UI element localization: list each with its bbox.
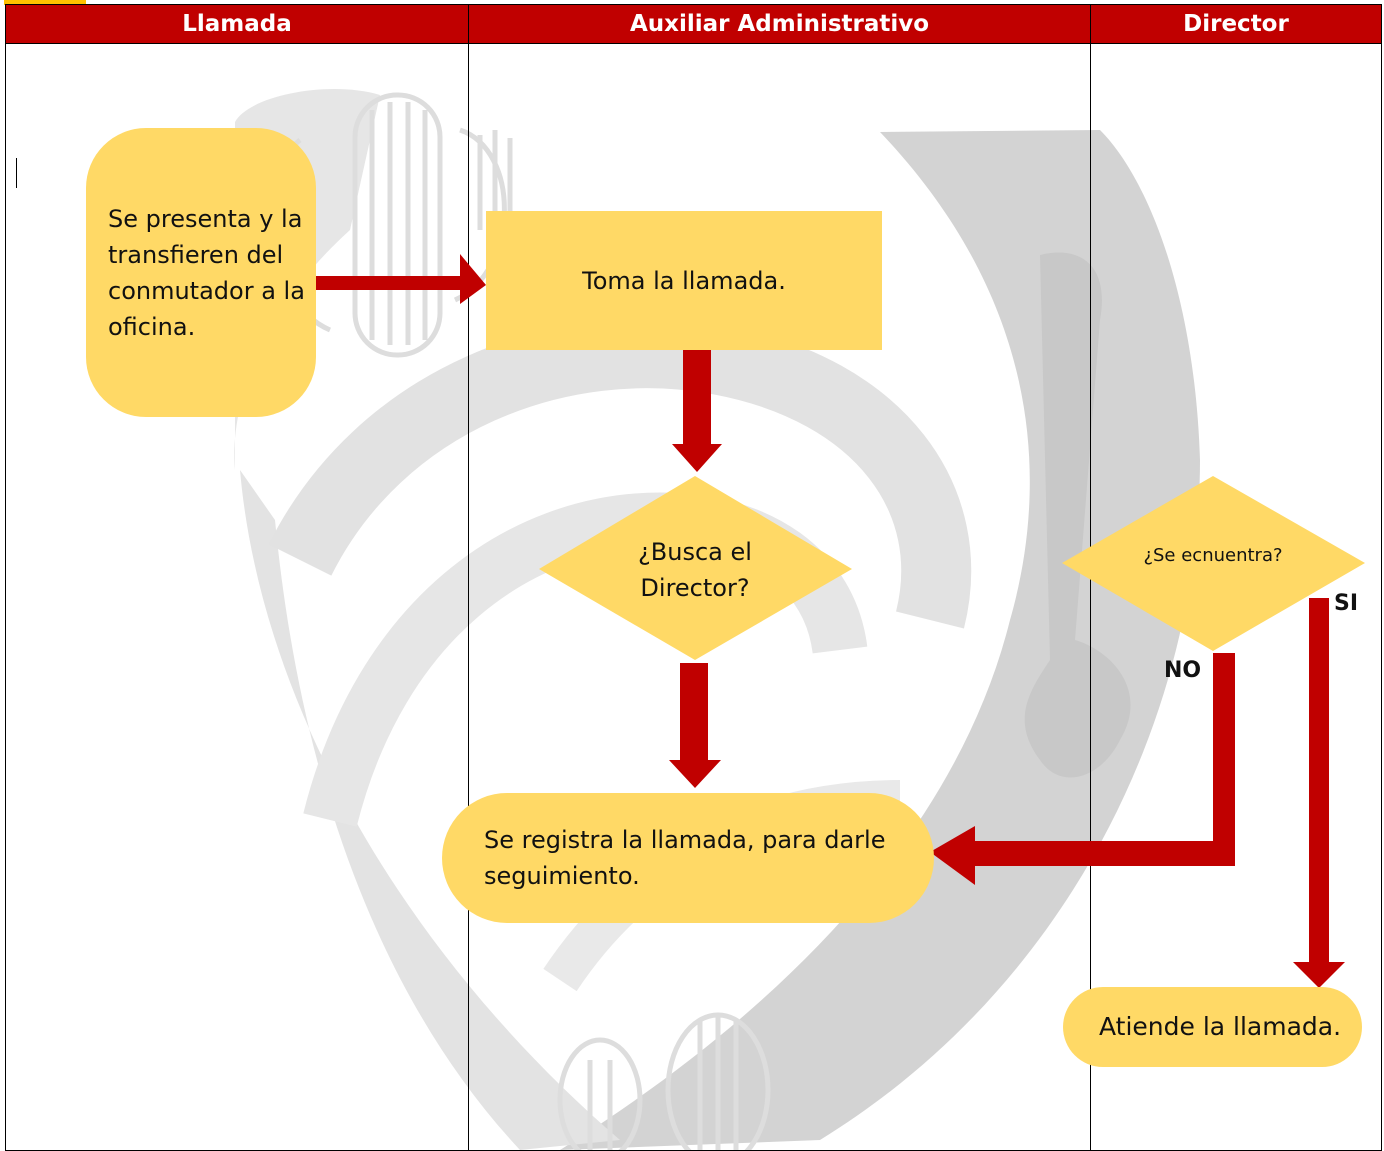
take-call-node: Toma la llamada.: [486, 211, 882, 350]
decision-found-text: ¿Se ecnuentra?: [1143, 545, 1283, 566]
decision-director-text: ¿Busca el Director?: [638, 538, 752, 602]
attend-call-node: Atiende la llamada.: [1063, 987, 1362, 1067]
decision-diamond-found: [1062, 476, 1365, 651]
lane-header-row: Llamada Auxiliar Administrativo Director: [5, 4, 1382, 44]
arrow-no-to-register: [930, 653, 1235, 885]
arrow-take-to-decision: [672, 350, 722, 472]
lane-header-llamada: Llamada: [5, 4, 469, 44]
arrow-start-to-take: [316, 254, 486, 304]
corner-tab: [4, 0, 86, 5]
arrow-decision-to-register: [669, 663, 721, 788]
decision-diamond-director: [539, 476, 852, 660]
start-node: Se presenta y la transfieren del conmuta…: [86, 128, 316, 417]
register-call-text: Se registra la llamada, para darle segui…: [484, 826, 886, 890]
edge-label-si: SI: [1334, 591, 1359, 616]
start-node-text: Se presenta y la transfieren del conmuta…: [108, 204, 305, 341]
lane-header-director: Director: [1090, 4, 1382, 44]
lane-header-auxiliar: Auxiliar Administrativo: [468, 4, 1091, 44]
register-call-node: Se registra la llamada, para darle segui…: [442, 793, 934, 923]
arrow-si-to-attend: [1293, 598, 1345, 988]
take-call-text: Toma la llamada.: [582, 266, 786, 295]
edge-label-no: NO: [1164, 658, 1202, 683]
attend-call-text: Atiende la llamada.: [1099, 1012, 1342, 1041]
